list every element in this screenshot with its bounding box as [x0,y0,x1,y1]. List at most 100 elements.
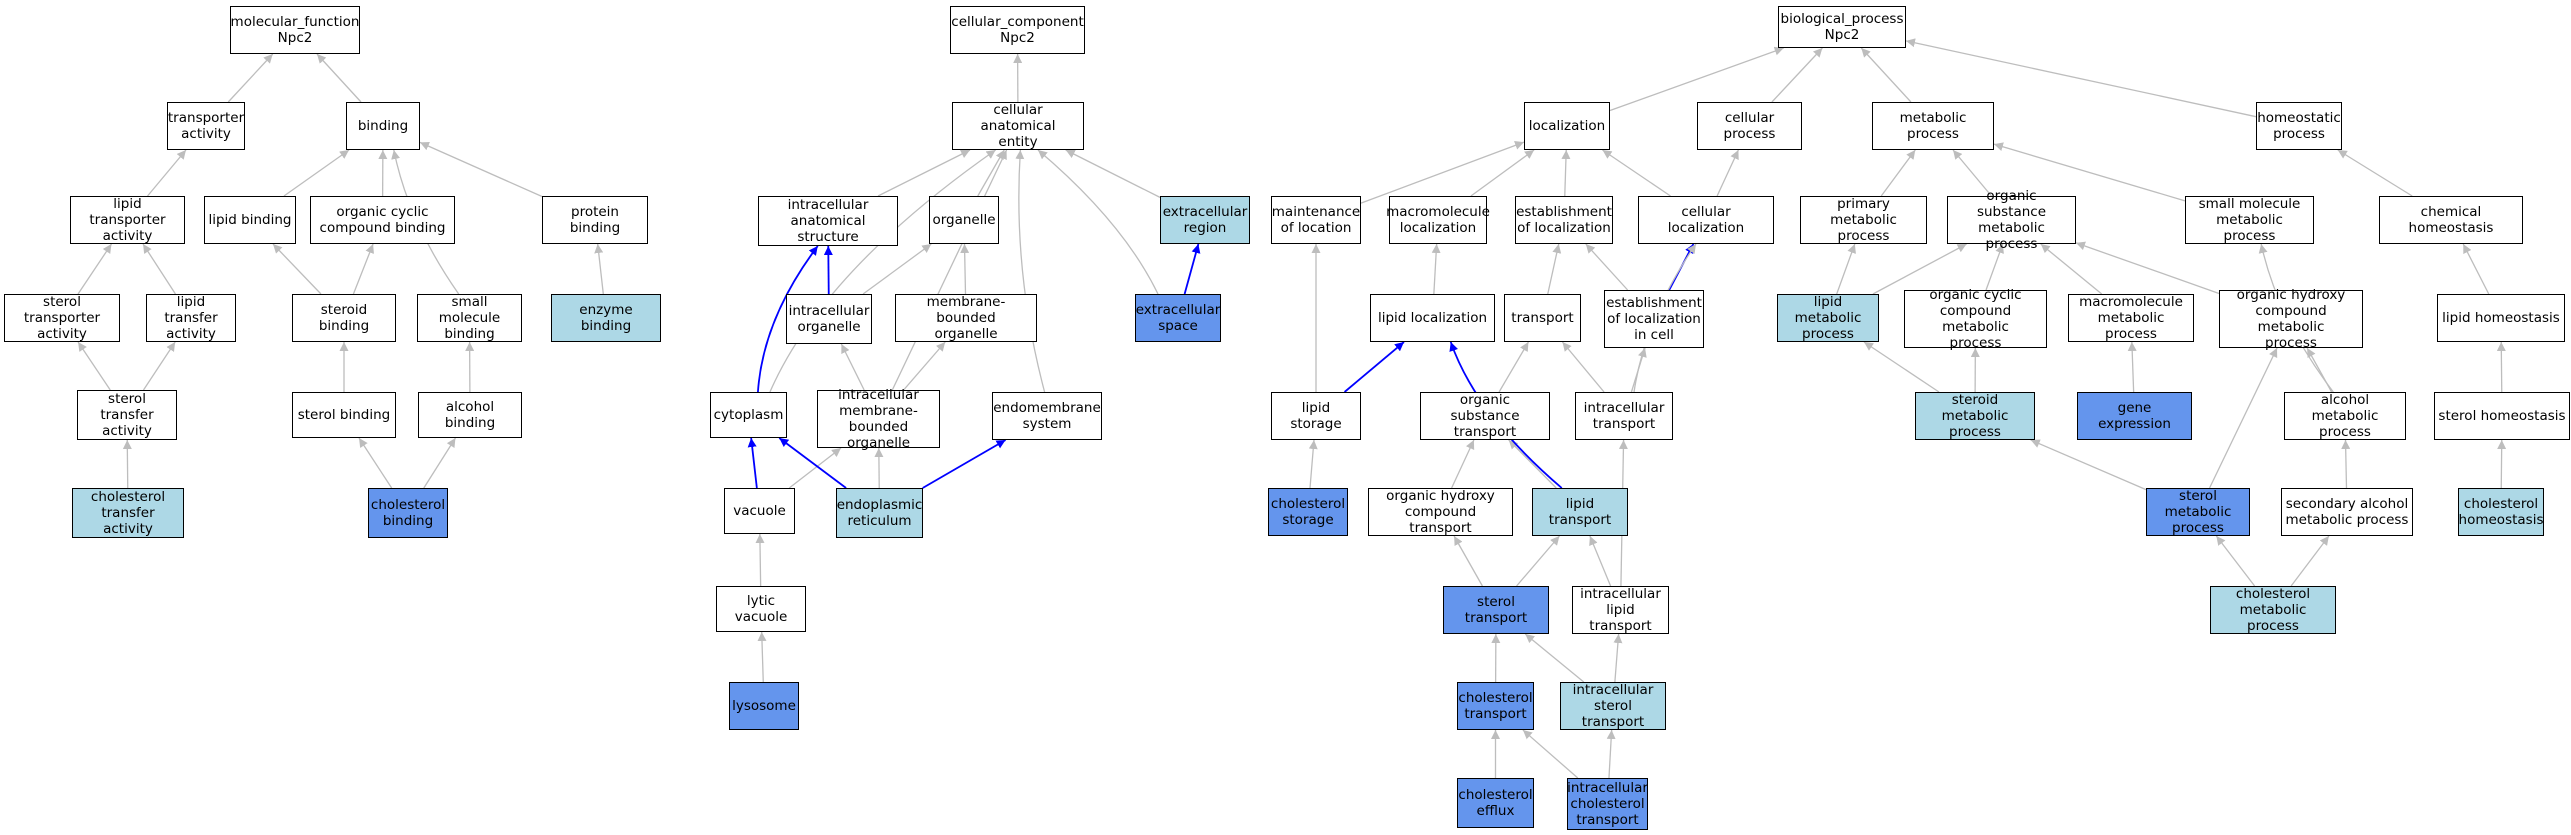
edge-binding-to-mf [316,53,362,103]
edge-cholesterol-metabolic-process-to-sterol-metabolic-process [2215,535,2256,587]
node-localization[interactable]: localization [1524,102,1610,150]
node-intracellular-transport[interactable]: intracellular transport [1575,392,1673,440]
node-organic-substance-metabolic-process[interactable]: organic substance metabolic process [1947,188,2076,252]
edge-intracellular-membrane-bounded-organelle-to-cellular-anatomical-entity [891,149,1008,391]
edge-lysosome-to-lytic-vacuole [757,631,767,683]
node-lipid-transfer-activity[interactable]: lipid transfer activity [146,294,236,342]
node-sterol-binding[interactable]: sterol binding [292,392,396,438]
edge-extracellular-space-to-cellular-anatomical-entity [1037,149,1159,295]
edge-organic-hydroxy-compound-transport-to-organic-substance-transport [1451,439,1475,489]
node-cholesterol-metabolic-process[interactable]: cholesterol metabolic process [2210,586,2336,634]
node-cellular-process[interactable]: cellular process [1697,102,1802,150]
edge-localization-to-bp [1609,46,1784,112]
node-sterol-homeostasis[interactable]: sterol homeostasis [2434,392,2570,440]
node-macromolecule-metabolic-process[interactable]: macromolecule metabolic process [2068,294,2194,342]
edge-cholesterol-homeostasis-to-sterol-homeostasis [2497,439,2507,489]
node-alcohol-binding[interactable]: alcohol binding [418,392,522,438]
node-sterol-transporter-activity[interactable]: sterol transporter activity [4,294,120,342]
node-organic-cyclic-compound-binding[interactable]: organic cyclic compound binding [310,196,455,244]
edge-sterol-homeostasis-to-lipid-homeostasis [2496,341,2506,393]
node-cholesterol-transfer-activity[interactable]: cholesterol transfer activity [72,488,184,538]
node-gene-expression[interactable]: gene expression [2077,392,2192,440]
node-secondary-alcohol-metabolic-process[interactable]: secondary alcohol metabolic process [2281,488,2413,536]
edge-intracellular-organelle-to-organelle [862,243,932,295]
node-steroid-metabolic-process[interactable]: steroid metabolic process [1915,392,2035,440]
node-extracellular-space[interactable]: extracellular space [1135,294,1221,342]
node-steroid-binding[interactable]: steroid binding [292,294,396,342]
node-transport[interactable]: transport [1504,294,1581,342]
node-establishment-of-localization-in-cell[interactable]: establishment of localization in cell [1604,290,1704,348]
node-transporter-activity[interactable]: transporter activity [167,102,245,150]
node-metabolic-process[interactable]: metabolic process [1872,102,1994,150]
edge-lipid-transfer-activity-to-lipid-transporter-activity [142,243,176,295]
node-organic-hydroxy-compound-transport[interactable]: organic hydroxy compound transport [1368,488,1513,536]
node-cellular-component-root[interactable]: cellular_component Npc2 [950,6,1085,54]
node-lipid-transport[interactable]: lipid transport [1532,488,1628,536]
node-lipid-metabolic-process[interactable]: lipid metabolic process [1777,294,1879,342]
node-cholesterol-storage[interactable]: cholesterol storage [1268,488,1348,536]
node-alcohol-metabolic-process[interactable]: alcohol metabolic process [2284,392,2406,440]
edge-lipid-localization-to-macromolecule-localization [1431,243,1441,295]
node-small-molecule-binding[interactable]: small molecule binding [417,294,522,342]
node-macromolecule-localization[interactable]: macromolecule localization [1386,196,1490,244]
node-cellular-anatomical-entity[interactable]: cellular anatomical entity [952,102,1084,150]
node-intracellular-anatomical-structure[interactable]: intracellular anatomical structure [758,196,898,246]
node-extracellular-region[interactable]: extracellular region [1160,196,1250,244]
edge-lipid-binding-to-binding [283,149,350,197]
node-intracellular-sterol-transport[interactable]: intracellular sterol transport [1560,682,1666,730]
node-chemical-homeostasis[interactable]: chemical homeostasis [2379,196,2523,244]
edge-steroid-binding-to-organic-cyclic-compound-binding [352,243,374,295]
node-homeostatic-process[interactable]: homeostatic process [2256,102,2342,150]
node-lipid-binding[interactable]: lipid binding [204,196,296,244]
node-molecular-function-root[interactable]: molecular_function Npc2 [230,6,360,54]
node-organic-hydroxy-compound-metabolic-process[interactable]: organic hydroxy compound metabolic proce… [2219,287,2363,351]
node-maintenance-of-location[interactable]: maintenance of location [1271,196,1361,244]
node-cholesterol-homeostasis[interactable]: cholesterol homeostasis [2458,488,2544,536]
node-intracellular-organelle[interactable]: intracellular organelle [786,294,872,344]
node-cellular-localization[interactable]: cellular localization [1638,196,1774,244]
node-protein-binding[interactable]: protein binding [542,196,648,244]
node-organic-cyclic-compound-metabolic-process[interactable]: organic cyclic compound metabolic proces… [1904,287,2047,351]
node-cholesterol-transport[interactable]: cholesterol transport [1457,682,1534,730]
edge-secondary-alcohol-metabolic-process-to-alcohol-metabolic-process [2341,439,2351,489]
node-lipid-localization[interactable]: lipid localization [1370,294,1495,342]
node-vacuole[interactable]: vacuole [724,488,795,534]
node-biological-process-root[interactable]: biological_process Npc2 [1778,6,1906,48]
edge-lytic-vacuole-to-vacuole [755,533,765,587]
edge-protein-binding-to-binding [419,141,543,198]
node-sterol-metabolic-process[interactable]: sterol metabolic process [2146,488,2250,536]
node-cholesterol-binding[interactable]: cholesterol binding [368,488,448,538]
edge-extracellular-space-to-extracellular-region [1183,243,1201,295]
node-lipid-transporter-activity[interactable]: lipid transporter activity [70,196,185,244]
node-small-molecule-metabolic-process[interactable]: small molecule metabolic process [2185,196,2314,244]
node-sterol-transfer-activity[interactable]: sterol transfer activity [77,390,177,440]
node-primary-metabolic-process[interactable]: primary metabolic process [1800,196,1927,244]
node-sterol-transport[interactable]: sterol transport [1443,586,1549,634]
edge-intracellular-lipid-transport-to-lipid-transport [1589,535,1612,587]
edge-establishment-of-localization-to-localization [1561,149,1571,197]
node-enzyme-binding[interactable]: enzyme binding [551,294,661,342]
node-endomembrane-system[interactable]: endomembrane system [992,392,1102,440]
node-establishment-of-localization[interactable]: establishment of localization [1515,196,1613,244]
edge-organic-hydroxy-compound-metabolic-process-to-organic-substance-metabolic-process [2075,241,2220,295]
edge-steroid-binding-to-lipid-binding [272,243,322,295]
edge-transport-to-establishment-of-localization [1547,243,1562,295]
node-intracellular-lipid-transport[interactable]: intracellular lipid transport [1572,586,1669,634]
node-lipid-storage[interactable]: lipid storage [1271,392,1361,440]
edge-chemical-homeostasis-to-homeostatic-process [2337,149,2413,197]
node-membrane-bounded-organelle[interactable]: membrane-bounded organelle [895,294,1037,342]
node-cytoplasm[interactable]: cytoplasm [710,392,787,438]
node-intracellular-cholesterol-transport[interactable]: intracellular cholesterol transport [1567,778,1648,830]
node-organic-substance-transport[interactable]: organic substance transport [1420,392,1550,440]
edge-organic-substance-transport-to-transport [1498,341,1529,393]
edge-intracellular-sterol-transport-to-intracellular-lipid-transport [1613,633,1623,683]
node-lipid-homeostasis[interactable]: lipid homeostasis [2437,294,2565,342]
node-organelle[interactable]: organelle [929,196,999,244]
node-lytic-vacuole[interactable]: lytic vacuole [716,586,806,632]
node-binding[interactable]: binding [346,102,420,150]
node-cholesterol-efflux[interactable]: cholesterol efflux [1457,778,1534,828]
edge-sterol-transport-to-lipid-transport [1516,535,1560,587]
node-intracellular-membrane-bounded-organelle[interactable]: intracellular membrane-bounded organelle [817,387,940,451]
node-endoplasmic-reticulum[interactable]: endoplasmic reticulum [836,488,923,538]
node-lysosome[interactable]: lysosome [729,682,799,730]
